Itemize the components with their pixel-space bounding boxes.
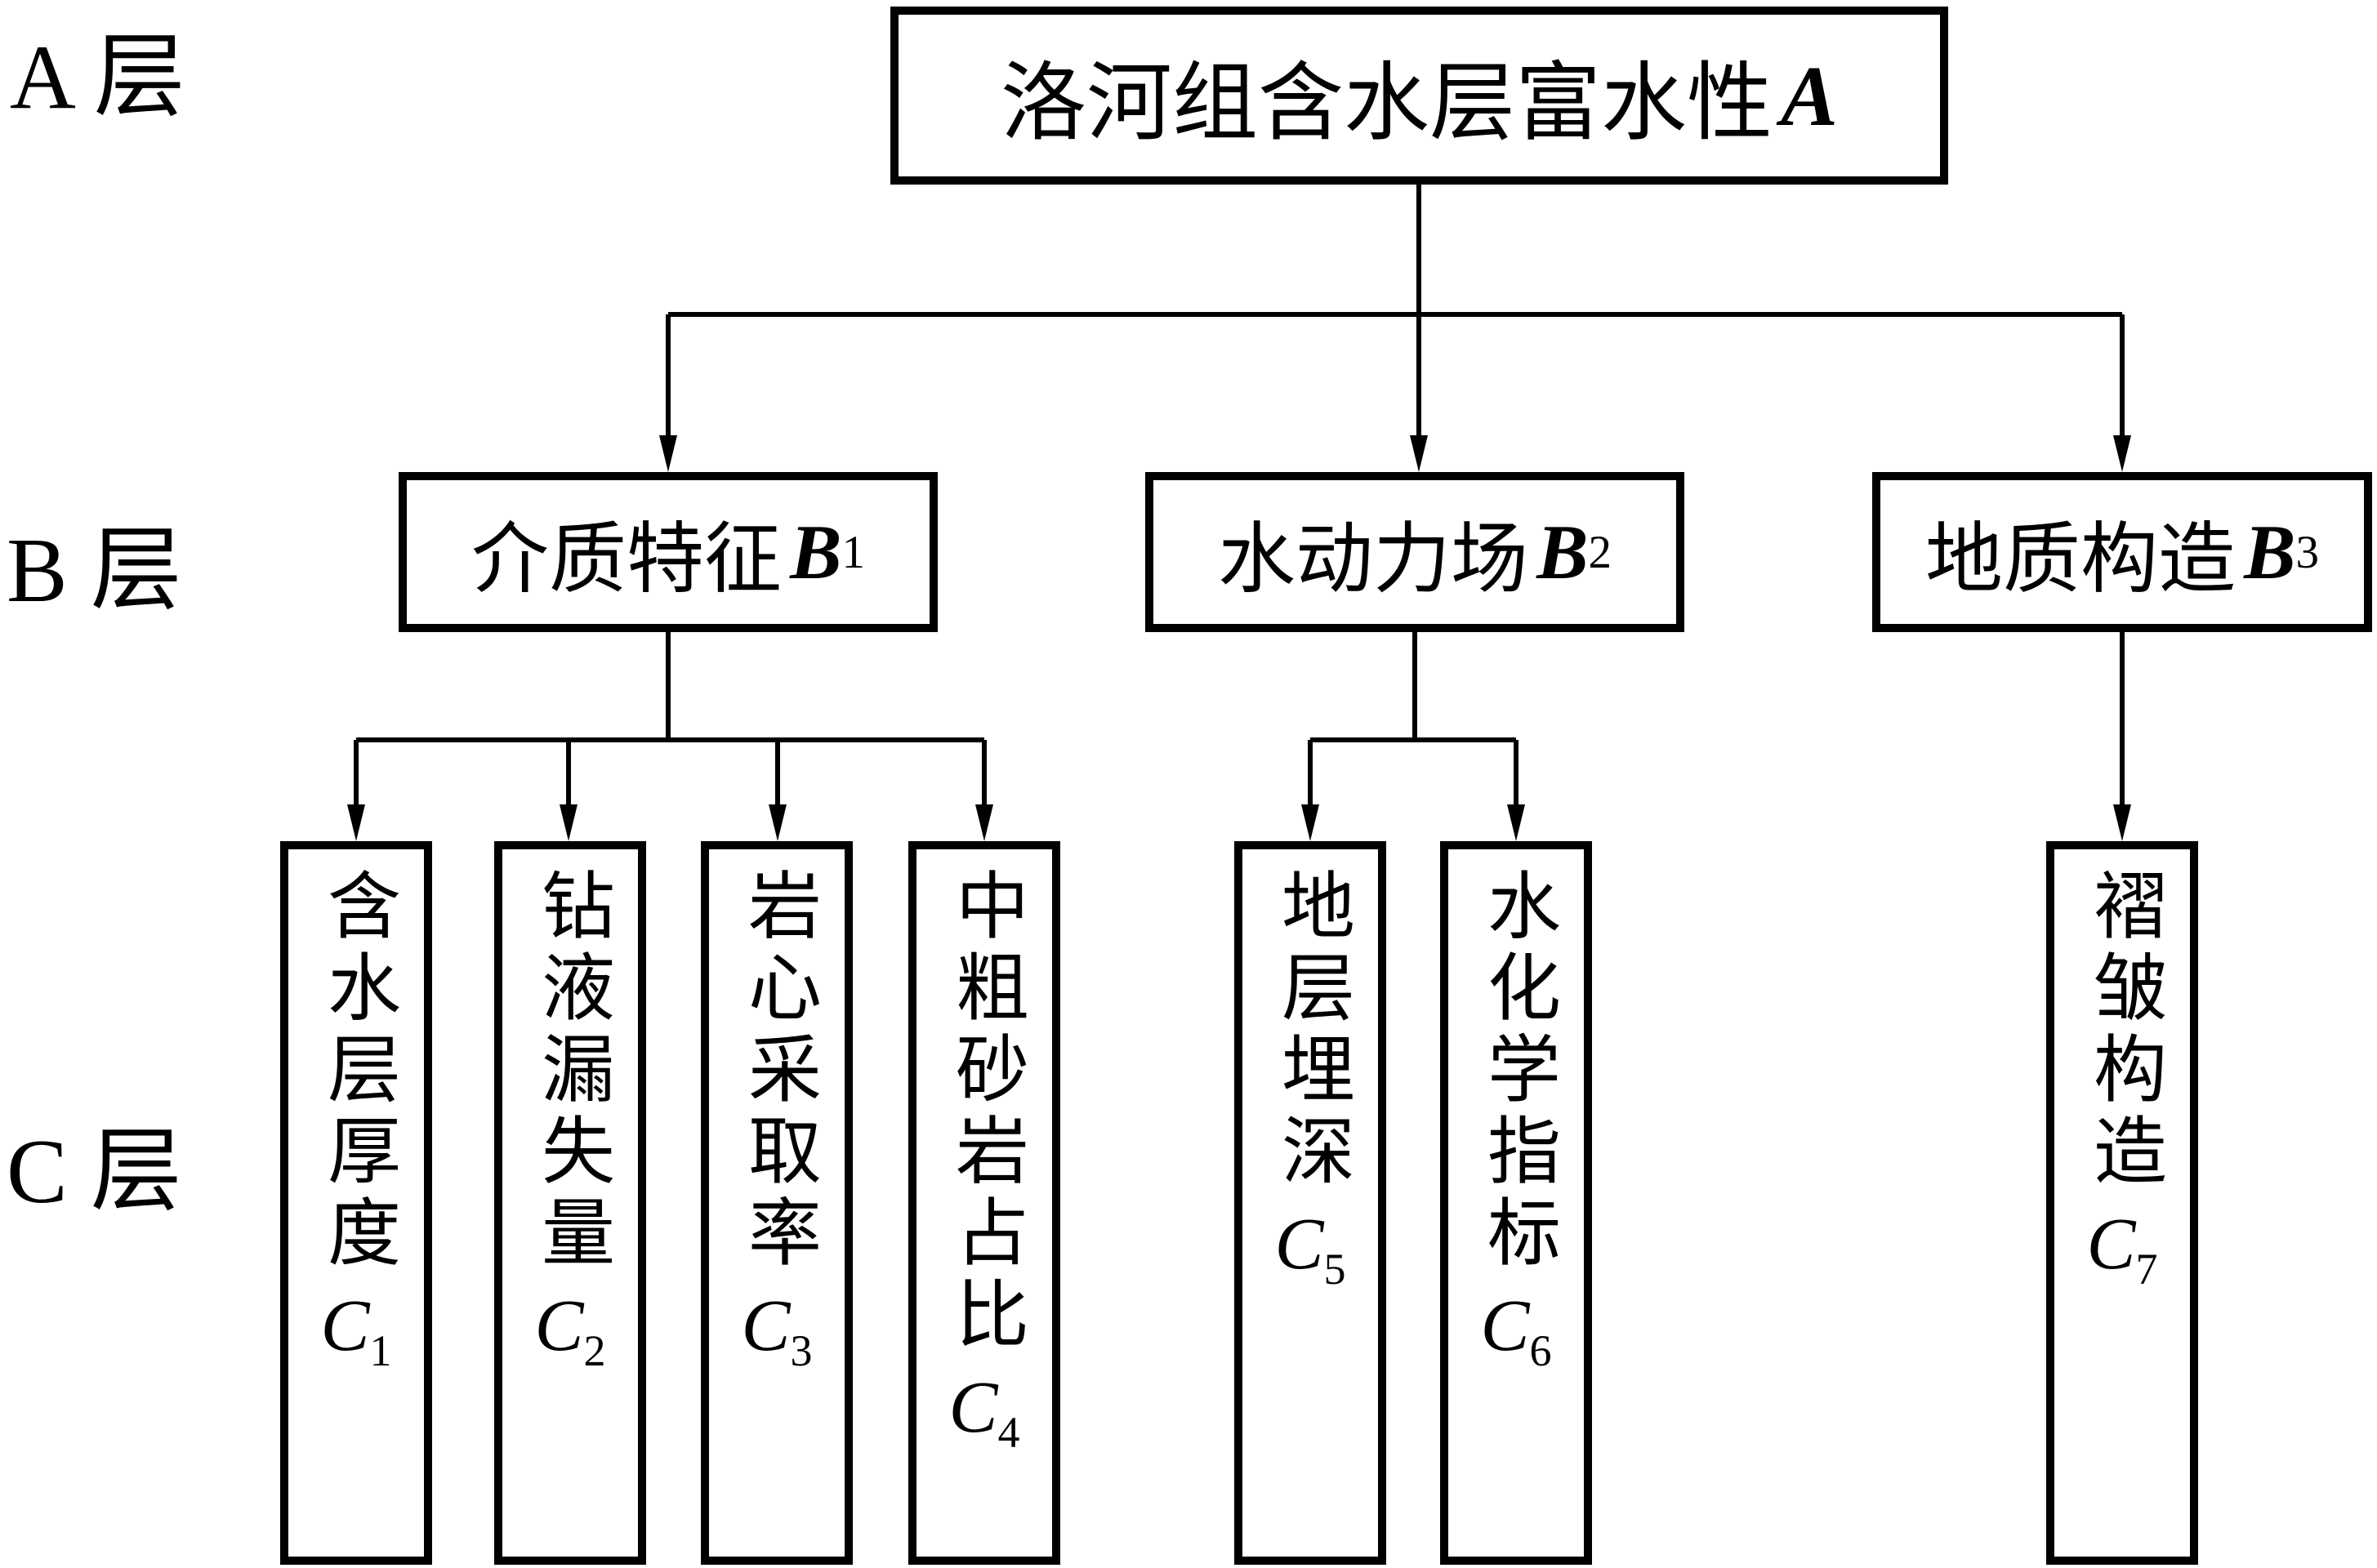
arrowhead-b2 <box>1410 435 1428 472</box>
arrowhead-b3 <box>2113 435 2131 472</box>
node-b1-symbol: B <box>790 509 842 595</box>
node-c1: 含水层厚度 C1 <box>280 841 432 1565</box>
node-c5-symbol: C <box>1274 1204 1324 1285</box>
node-c3: 岩心采取率 C3 <box>701 841 853 1565</box>
node-c4-symbol: C <box>948 1367 998 1448</box>
node-b2-symbol: B <box>1536 509 1589 595</box>
node-c3-symbol-row: C3 <box>741 1284 812 1376</box>
layer-label-c: C 层 <box>7 1121 182 1223</box>
node-c6-symbol: C <box>1480 1285 1530 1366</box>
node-c6-subscript: 6 <box>1529 1325 1552 1375</box>
layer-label-a: A 层 <box>10 27 185 128</box>
node-c2-subscript: 2 <box>583 1325 606 1375</box>
node-c4-subscript: 4 <box>997 1407 1020 1457</box>
node-a-symbol: A <box>1780 47 1839 144</box>
node-b2-subscript: 2 <box>1588 526 1612 578</box>
node-c5: 地层埋深 C5 <box>1234 841 1386 1565</box>
arrowhead-c1 <box>347 804 365 841</box>
node-b3-label: 地质构造 <box>1925 515 2237 603</box>
node-c2: 钻液漏失量 C2 <box>494 841 646 1565</box>
node-c7-label: 褶皱构造 <box>2082 867 2163 1194</box>
node-c6-label: 水化学指标 <box>1476 867 1557 1276</box>
node-c4-symbol-row: C4 <box>948 1365 1019 1458</box>
node-c2-symbol-row: C2 <box>534 1284 605 1376</box>
node-c6: 水化学指标 C6 <box>1440 841 1592 1565</box>
node-c5-label: 地层埋深 <box>1270 867 1351 1194</box>
node-c7-symbol-row: C7 <box>2086 1202 2157 1294</box>
node-c3-label: 岩心采取率 <box>737 867 818 1276</box>
arrowhead-c2 <box>560 804 578 841</box>
node-c4-label: 中粗砂岩占比 <box>944 867 1025 1357</box>
node-c3-symbol: C <box>741 1285 791 1366</box>
node-c1-symbol-row: C1 <box>320 1284 391 1376</box>
node-c2-symbol: C <box>534 1285 584 1366</box>
arrowhead-c7 <box>2113 804 2131 841</box>
node-c3-subscript: 3 <box>790 1325 813 1375</box>
layer-label-b: B 层 <box>7 520 182 621</box>
arrowhead-c3 <box>769 804 787 841</box>
node-c1-label: 含水层厚度 <box>316 867 397 1276</box>
arrowhead-c4 <box>975 804 993 841</box>
node-c2-label: 钻液漏失量 <box>530 867 611 1276</box>
node-b3-symbol: B <box>2244 509 2296 595</box>
node-c6-symbol-row: C6 <box>1480 1284 1551 1376</box>
node-c1-subscript: 1 <box>369 1325 392 1375</box>
node-c4: 中粗砂岩占比 C4 <box>908 841 1060 1565</box>
node-c7-subscript: 7 <box>2135 1244 2158 1294</box>
node-c5-subscript: 5 <box>1323 1244 1346 1294</box>
node-b2-label: 水动力场 <box>1218 515 1529 603</box>
node-c5-symbol-row: C5 <box>1274 1202 1345 1294</box>
arrowhead-b1 <box>659 435 677 472</box>
node-b1-label: 介质特征 <box>471 515 783 603</box>
node-b1-subscript: 1 <box>841 526 865 578</box>
arrowhead-c6 <box>1507 804 1525 841</box>
node-b3-subscript: 3 <box>2295 526 2319 578</box>
arrowhead-c5 <box>1301 804 1319 841</box>
node-a-label: 洛河组含水层富水性 <box>1000 56 1773 151</box>
node-c1-symbol: C <box>320 1285 370 1366</box>
node-c7-symbol: C <box>2086 1204 2136 1285</box>
node-c7: 褶皱构造 C7 <box>2046 841 2198 1565</box>
